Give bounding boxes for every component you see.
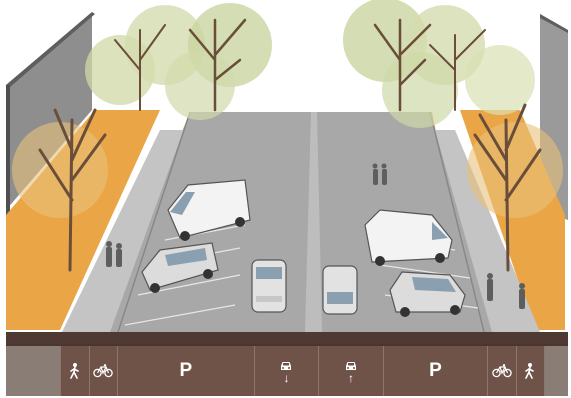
pedestrian-icon xyxy=(69,363,81,379)
pedestrian-icon xyxy=(524,363,536,379)
street-section-legend: P ↓ ↑ P xyxy=(6,344,568,396)
parking-label: P xyxy=(429,360,442,382)
street-illustration xyxy=(0,0,571,344)
car-icon xyxy=(279,360,293,372)
legend-parking-right: P xyxy=(384,346,488,396)
legend-blank-left xyxy=(6,346,61,396)
section-base xyxy=(6,332,568,344)
arrow-down-icon: ↓ xyxy=(283,373,289,383)
bicycle-icon xyxy=(93,364,113,378)
legend-blank-right xyxy=(545,346,568,396)
legend-travel-lane-up: ↑ xyxy=(319,346,384,396)
car-center-left xyxy=(252,260,286,312)
parking-label: P xyxy=(180,360,193,382)
car-icon xyxy=(344,360,358,372)
legend-pedestrian-left xyxy=(61,346,90,396)
legend-bike-right xyxy=(488,346,517,396)
bicycle-icon xyxy=(492,364,512,378)
legend-travel-lane-down: ↓ xyxy=(255,346,320,396)
legend-pedestrian-right xyxy=(517,346,546,396)
legend-parking-left: P xyxy=(118,346,255,396)
arrow-up-icon: ↑ xyxy=(348,373,354,383)
car-center-right xyxy=(323,266,357,314)
legend-bike-left xyxy=(90,346,119,396)
